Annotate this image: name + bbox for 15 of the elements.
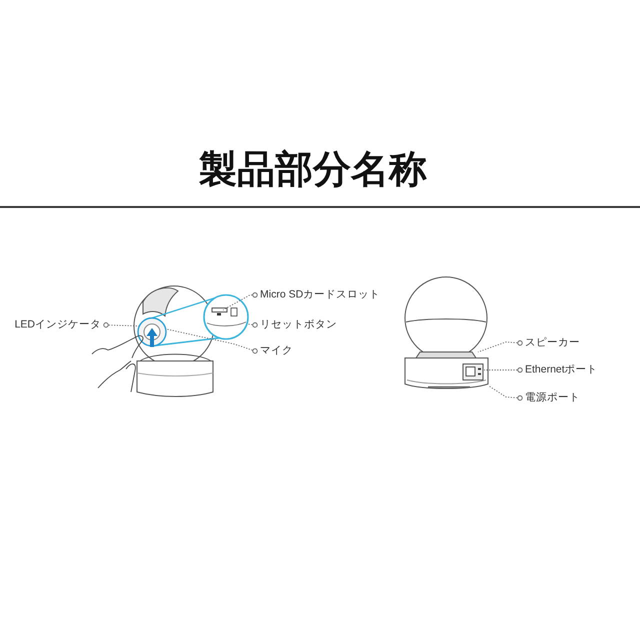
part-label: スピーカー <box>520 336 580 350</box>
part-label: 電源ポート <box>520 392 580 404</box>
leader-line <box>484 367 523 373</box>
leader-line <box>103 322 140 328</box>
part-label: マイク <box>255 344 293 358</box>
leader-line <box>488 386 523 401</box>
part-label: Ethernetポート <box>520 364 598 376</box>
leader-line <box>166 328 258 354</box>
part-label: LEDインジケータ <box>14 318 106 332</box>
leader-line <box>478 340 523 352</box>
title: 製品部分名称 <box>199 148 427 192</box>
leader-line <box>246 322 258 328</box>
part-label: リセットボタン <box>255 318 337 332</box>
part-label: Micro SDカードスロット <box>255 288 380 302</box>
camera-illustration <box>403 276 491 392</box>
